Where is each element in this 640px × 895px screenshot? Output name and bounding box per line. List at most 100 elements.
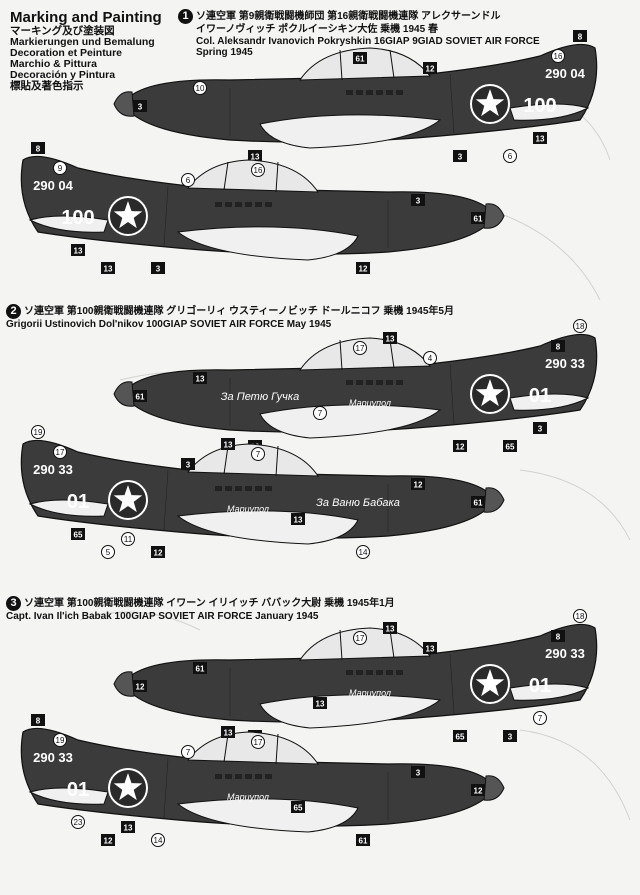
callout-box bbox=[221, 726, 235, 738]
callout-box bbox=[151, 262, 165, 274]
callout-box bbox=[533, 132, 547, 144]
exhaust-stub bbox=[265, 486, 272, 491]
callout-box bbox=[181, 458, 195, 470]
exhaust-stub bbox=[396, 670, 403, 675]
exhaust-stub bbox=[245, 774, 252, 779]
callout-number: 11 bbox=[124, 535, 133, 544]
panel-line bbox=[163, 469, 389, 532]
callout-number: 3 bbox=[138, 103, 143, 112]
sheet-header: Marking and Painting マーキング及び塗装図 Markieru… bbox=[10, 10, 162, 92]
callout-number: 13 bbox=[251, 153, 260, 162]
canopy bbox=[187, 731, 319, 765]
callout-circle bbox=[251, 163, 265, 177]
slogan-text: За Петю Гучка bbox=[221, 391, 299, 403]
scheme-line: Col. Aleksandr Ivanovich Pokryshkin 16GI… bbox=[196, 35, 540, 47]
callout-box bbox=[411, 194, 425, 206]
town-name-text: Мариупол bbox=[227, 792, 269, 802]
callout-number: 12 bbox=[104, 837, 113, 846]
callout-box bbox=[133, 100, 147, 112]
canopy-frame bbox=[223, 445, 229, 475]
callout-number: 12 bbox=[136, 683, 145, 692]
callout-circle bbox=[551, 49, 565, 63]
callout-circle bbox=[53, 445, 67, 459]
scheme-number-badge: 1 bbox=[178, 9, 193, 24]
exhaust-stub bbox=[376, 90, 383, 95]
callout-number: 13 bbox=[386, 625, 395, 634]
exhaust-stub bbox=[225, 486, 232, 491]
callout-number: 61 bbox=[359, 837, 368, 846]
callout-box bbox=[221, 438, 235, 450]
aircraft-group bbox=[20, 727, 505, 833]
propeller-spinner bbox=[483, 775, 505, 801]
aircraft-group bbox=[20, 439, 505, 545]
callout-number: 6 bbox=[186, 176, 191, 185]
roundel-star bbox=[475, 669, 505, 697]
callout-circle bbox=[423, 351, 437, 365]
panel-line bbox=[229, 73, 455, 136]
callout-number: 13 bbox=[124, 824, 133, 833]
callout-number: 19 bbox=[56, 736, 65, 745]
callout-number: 12 bbox=[474, 787, 483, 796]
aircraft-number: 01 bbox=[529, 675, 551, 697]
callout-circle bbox=[151, 833, 165, 847]
exhaust-stub bbox=[386, 670, 393, 675]
scheme-line: ソ連空軍 第9親衛戦闘機師団 第16親衛戦闘機連隊 アレクサーンドル bbox=[196, 11, 501, 23]
callout-number: 65 bbox=[74, 531, 83, 540]
exhaust-stub bbox=[265, 202, 272, 207]
callout-box bbox=[101, 262, 115, 274]
canopy-frame bbox=[223, 733, 229, 763]
callout-number: 13 bbox=[426, 645, 435, 654]
propeller-spinner bbox=[113, 671, 135, 697]
canopy-frame bbox=[389, 339, 395, 369]
exhaust-stub bbox=[215, 774, 222, 779]
callout-box bbox=[101, 834, 115, 846]
exhaust-stub bbox=[255, 774, 262, 779]
exhaust-stub bbox=[356, 670, 363, 675]
canopy-frame bbox=[339, 339, 343, 371]
callout-circle bbox=[53, 161, 67, 175]
exhaust-stub bbox=[225, 774, 232, 779]
callout-number: 7 bbox=[186, 748, 191, 757]
callout-number: 19 bbox=[34, 428, 43, 437]
exhaust-stub bbox=[396, 90, 403, 95]
callout-number: 13 bbox=[386, 335, 395, 344]
roundel-star bbox=[113, 485, 143, 513]
callout-circle bbox=[313, 406, 327, 420]
scheme-line: ソ連空軍 第100親衛戦闘機連隊 グリゴーリィ ウスティーノビッチ ドールニコフ… bbox=[24, 306, 454, 318]
canopy-frame bbox=[275, 445, 279, 477]
aircraft-number: 01 bbox=[529, 385, 551, 407]
aircraft-group bbox=[113, 623, 598, 729]
roundel-star bbox=[475, 379, 505, 407]
callout-box bbox=[573, 30, 587, 42]
exhaust-stub bbox=[376, 670, 383, 675]
callout-circle bbox=[121, 532, 135, 546]
callout-box bbox=[31, 142, 45, 154]
callout-circle bbox=[181, 745, 195, 759]
callout-box bbox=[551, 630, 565, 642]
callout-number: 7 bbox=[538, 714, 543, 723]
callout-number: 12 bbox=[154, 549, 163, 558]
propeller-spinner bbox=[483, 203, 505, 229]
propeller-spinner bbox=[113, 381, 135, 407]
callout-box bbox=[423, 62, 437, 74]
tailplane bbox=[28, 499, 109, 517]
wing-underside bbox=[176, 510, 359, 545]
callout-box bbox=[453, 150, 467, 162]
serial-code: 290 04 bbox=[545, 66, 586, 81]
canopy bbox=[299, 337, 431, 371]
serial-code: 290 33 bbox=[33, 462, 73, 477]
exhaust-stub bbox=[245, 486, 252, 491]
canopy-frame bbox=[339, 49, 343, 81]
callout-circle bbox=[251, 447, 265, 461]
callout-number: 12 bbox=[456, 443, 465, 452]
callout-box bbox=[356, 262, 370, 274]
callout-number: 5 bbox=[106, 548, 111, 557]
canopy-frame bbox=[275, 733, 279, 765]
callout-number: 13 bbox=[294, 516, 303, 525]
